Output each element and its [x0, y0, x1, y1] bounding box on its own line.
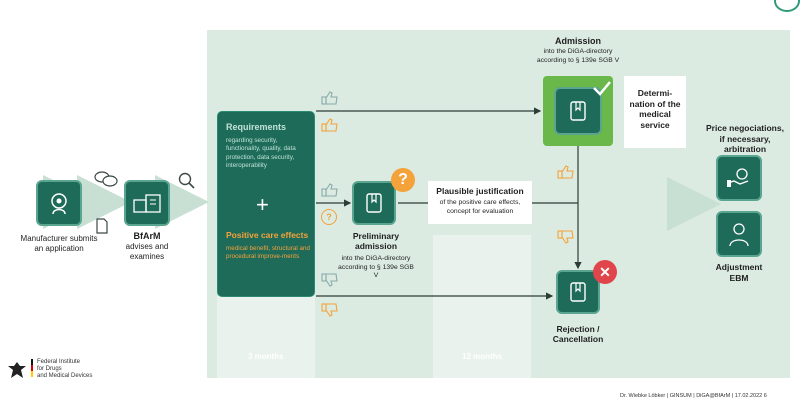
duration-12-months: 12 months [462, 352, 503, 361]
preliminary-sub: into the DiGA-directory according to § 1… [338, 255, 414, 279]
institute-line-1: Federal Institute [37, 359, 81, 365]
institute-name: Federal Institute for Drugs and Medical … [37, 359, 92, 380]
adjustment-text: Adjustment EBM [715, 262, 763, 283]
determination-text: Determi-nation of the medical service [629, 88, 681, 130]
determination-box: Determi-nation of the medical service [624, 76, 686, 148]
admission-title: Admission [554, 36, 601, 46]
document-icon [96, 218, 108, 239]
eagle-logo-icon [6, 360, 28, 385]
footer-text: Dr. Wiebke Löbker | GINSUM | DiGA@BfArM … [620, 393, 767, 399]
doctor-icon [716, 211, 762, 257]
check-icon [592, 80, 612, 101]
thumb-up-icon [321, 183, 339, 197]
close-badge-icon: ✕ [593, 260, 617, 284]
plus-sign: + [256, 192, 269, 217]
requirements-text: regarding security, functionality, quali… [226, 137, 296, 170]
rejection-book-icon [556, 270, 600, 314]
price-text: Price negociations, if necessary, arbitr… [706, 123, 784, 154]
bfarm-sub: advises and examines [125, 242, 169, 261]
institute-line-2: for Drugs [37, 366, 62, 372]
bfarm-title: BfArM [133, 231, 161, 241]
time-band-12-months [433, 235, 531, 378]
thumb-down-orange-icon [557, 230, 575, 244]
chat-bubbles-icon [94, 170, 118, 193]
plausible-box: Plausible justification of the positive … [428, 181, 532, 224]
preliminary-title: Preliminary admission [352, 231, 400, 251]
requirements-box: Requirements regarding security, functio… [218, 112, 314, 296]
money-hand-icon [716, 155, 762, 201]
preliminary-book-icon [352, 181, 396, 225]
question-circle-icon: ? [321, 209, 337, 225]
plausible-sub: of the positive care effects, concept fo… [439, 199, 521, 215]
thumb-up-icon [321, 91, 339, 105]
manufacturer-label: Manufacturer submits an application [20, 234, 98, 253]
flag-gold [31, 371, 33, 377]
question-badge-icon: ? [391, 168, 415, 192]
positive-care-effects-text: medical benefit, structural and procedur… [226, 245, 311, 261]
duration-3-months: 3 months [248, 352, 284, 361]
positive-care-effects-title: Positive care effects [226, 230, 309, 240]
thumb-down-icon [321, 273, 339, 287]
bfarm-building-icon [124, 180, 170, 226]
thumb-up-orange-icon [321, 118, 339, 132]
flag-black [31, 359, 33, 365]
thumb-down-orange-icon [321, 303, 339, 317]
rejection-title: Rejection / Cancellation [552, 324, 604, 344]
requirements-title: Requirements [226, 122, 287, 132]
magnifier-icon [178, 172, 196, 195]
thumb-up-orange-icon [557, 165, 575, 179]
flag-red [31, 365, 33, 371]
institute-line-3: and Medical Devices [37, 373, 93, 379]
admission-sub: into the DiGA-directory according to § 1… [536, 48, 620, 64]
manufacturer-icon [36, 180, 82, 226]
time-band-3-months [217, 296, 315, 378]
admission-book-icon [554, 87, 602, 135]
plausible-title: Plausible justification [436, 186, 524, 196]
